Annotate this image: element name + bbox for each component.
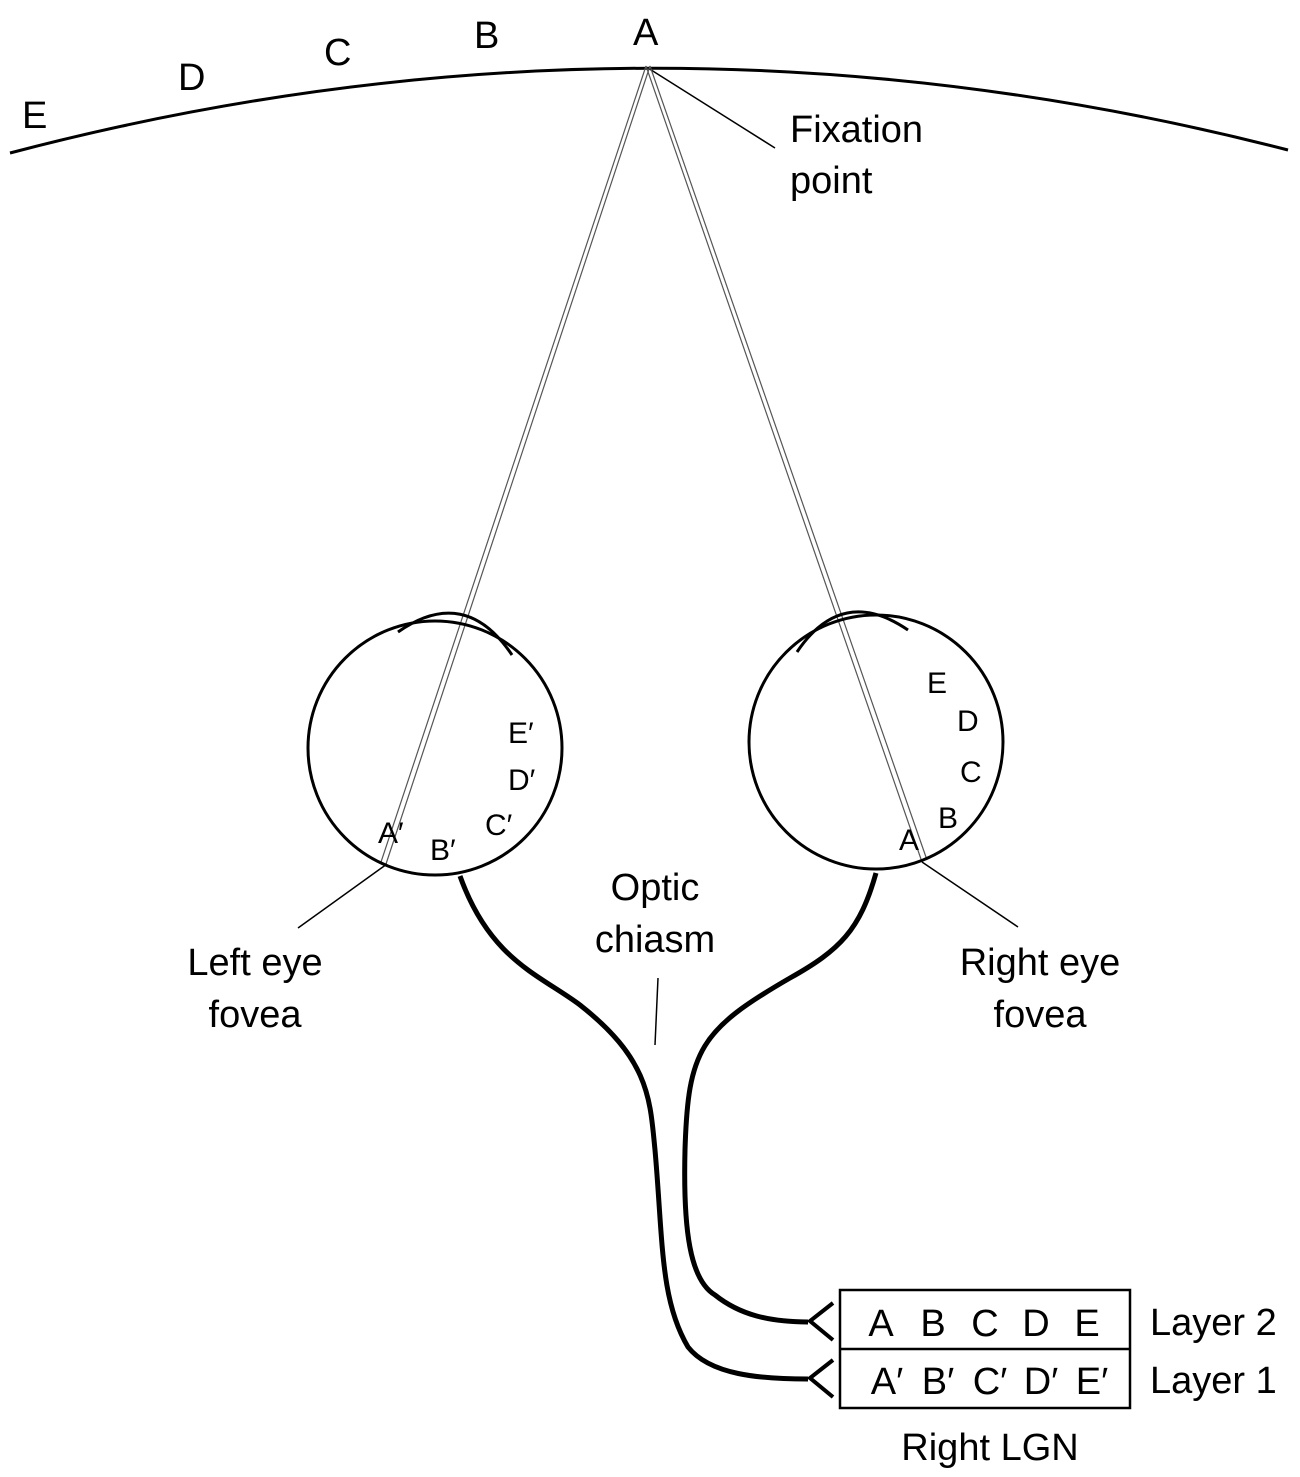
fixation-label-line2: point [790, 160, 873, 202]
left-retina-label-d: D′ [508, 764, 536, 797]
horopter-label-d: D [178, 57, 205, 99]
horopter-label-a: A [633, 12, 659, 54]
horopter-label-c: C [324, 32, 351, 74]
lgn-layer1-cell: E′ [1076, 1361, 1108, 1403]
fixation-leader-line [647, 67, 776, 149]
left-retina-label-e: E′ [508, 717, 534, 750]
right-line-of-sight [645, 65, 928, 863]
lgn-title: Right LGN [901, 1427, 1078, 1469]
right-optic-pathway [682, 872, 879, 1325]
lgn-layer1-cell: A′ [871, 1361, 903, 1403]
left-fovea-leader-line [297, 863, 388, 929]
right-retina-label-a: A [899, 824, 919, 857]
lgn-layer2-cell: D [1022, 1303, 1049, 1345]
lgn-layer1-cell: C′ [973, 1361, 1008, 1403]
lgn-layer2-cell: A [868, 1303, 894, 1345]
lgn-layer2-cell: C [971, 1303, 998, 1345]
left-fovea-label-line1: Left eye [187, 942, 322, 984]
lgn-layer1-cell: D′ [1024, 1361, 1059, 1403]
right-retina-label-c: C [960, 756, 982, 789]
left-retina-label-a: A′ [378, 817, 404, 850]
optic-chiasm-leader-line [654, 977, 659, 1046]
layer1-synapse-fork [806, 1358, 835, 1399]
lgn-layer2-label: Layer 2 [1150, 1302, 1277, 1344]
layer2-synapse-fork [806, 1301, 835, 1342]
lgn-layer2-cell: E [1074, 1303, 1099, 1345]
optic-chiasm-label-line1: Optic [611, 867, 700, 909]
lgn-layer1-label: Layer 1 [1150, 1360, 1277, 1402]
lgn-layer1-cells: A′ B′ C′ D′ E′ [871, 1361, 1108, 1403]
lgn-layer2-cells: A B C D E [868, 1303, 1099, 1345]
fixation-label-line1: Fixation [790, 109, 923, 151]
right-fovea-leader-line [921, 861, 1019, 928]
lgn-layer2-cell: B [920, 1303, 945, 1345]
lgn-layer1-cell: B′ [922, 1361, 954, 1403]
right-fovea-label-line1: Right eye [960, 942, 1121, 984]
left-eyeball [306, 619, 564, 877]
optic-chiasm-label-line2: chiasm [595, 919, 715, 961]
left-optic-pathway [457, 875, 809, 1382]
right-retina-label-e: E [927, 667, 947, 700]
right-eyeball [747, 613, 1005, 871]
right-retina-label-b: B [938, 802, 958, 835]
left-retina-label-c: C′ [485, 809, 513, 842]
right-retina-label-d: D [957, 705, 979, 738]
right-fovea-label-line2: fovea [994, 994, 1088, 1036]
left-fovea-label-line2: fovea [209, 994, 303, 1036]
right-cornea [795, 610, 909, 653]
horopter-label-b: B [474, 15, 499, 57]
left-retina-label-b: B′ [430, 834, 456, 867]
left-cornea [397, 611, 514, 656]
horopter-label-e: E [22, 95, 47, 137]
left-line-of-sight [380, 65, 651, 865]
